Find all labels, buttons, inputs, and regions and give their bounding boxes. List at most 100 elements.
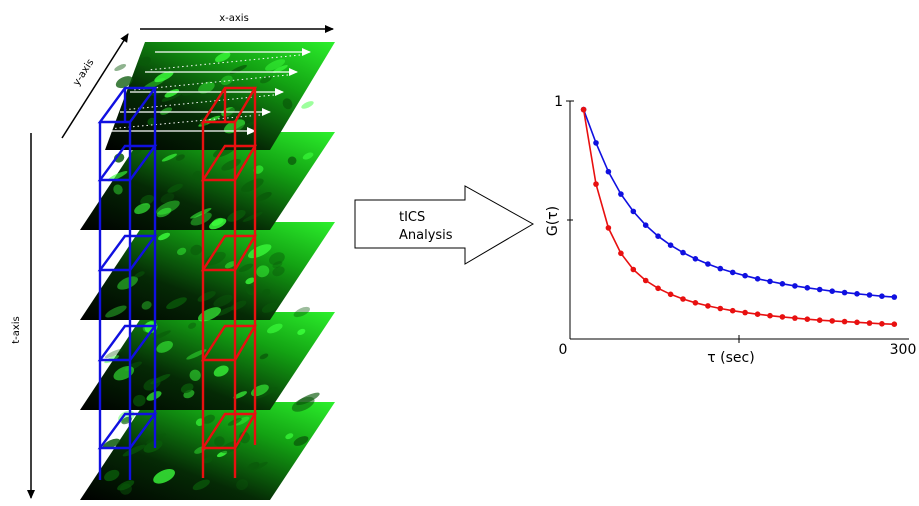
data-point: [605, 168, 612, 175]
data-point: [866, 292, 873, 298]
frame-blob: [198, 81, 215, 94]
frame-blob: [233, 391, 247, 399]
data-point: [816, 286, 823, 293]
data-point: [854, 319, 860, 326]
frame-blob: [213, 294, 233, 308]
scan-arrows: [105, 48, 311, 135]
frame-blob: [245, 277, 255, 285]
data-point: [593, 140, 599, 146]
frame-4: [80, 312, 335, 412]
frame-blob: [154, 71, 174, 83]
frame-blob: [161, 90, 184, 102]
frame-blob: [152, 330, 171, 340]
frame-blob: [268, 252, 285, 265]
data-point: [667, 242, 674, 248]
frame-blob: [260, 75, 272, 84]
frame-blob: [181, 83, 203, 96]
image-stack: x-axis y-axis t-axis: [11, 13, 335, 500]
data-point: [767, 312, 773, 319]
frame-blob: [133, 394, 146, 407]
frame-blob: [188, 322, 197, 329]
data-point: [580, 106, 587, 113]
data-point: [729, 307, 736, 314]
analysis-arrow-line2: Analysis: [399, 228, 453, 243]
frame-blob: [134, 271, 145, 278]
frame-blob: [114, 64, 127, 71]
frame-blob: [115, 76, 133, 89]
frame-blob: [161, 153, 177, 162]
data-point: [742, 272, 748, 279]
frame-blob: [190, 208, 212, 219]
data-point: [717, 305, 724, 312]
frame-blob: [180, 383, 194, 394]
frame-blob: [256, 191, 272, 202]
frame-blob: [272, 266, 285, 277]
analysis-arrow: tICS Analysis: [354, 185, 535, 265]
data-point: [804, 285, 811, 291]
column-slice: [97, 324, 158, 362]
frame-blob: [143, 77, 166, 90]
data-point: [841, 289, 848, 296]
frame-blob: [167, 183, 183, 193]
x-axis-title: τ (sec): [707, 350, 754, 366]
frame-blob: [122, 444, 146, 457]
frame-blob: [282, 98, 293, 110]
data-point: [618, 250, 624, 257]
data-point: [816, 317, 823, 324]
data-point: [866, 320, 873, 326]
data-point: [891, 321, 898, 328]
frame-blob: [117, 276, 138, 290]
frame-blob: [254, 387, 278, 399]
frame-blob: [224, 261, 237, 269]
frame-blob: [236, 479, 249, 491]
frame-blob: [259, 353, 269, 360]
data-point: [717, 265, 724, 272]
column-slice: [200, 412, 258, 450]
frame-blob: [104, 348, 123, 359]
data-point: [605, 225, 612, 231]
frame-blob: [272, 261, 283, 269]
data-point: [829, 318, 835, 324]
frame-blob: [213, 365, 229, 377]
frame-blob: [203, 456, 213, 464]
series-line: [582, 109, 895, 325]
data-point: [680, 296, 686, 302]
frame-2: [80, 132, 335, 230]
correlation-chart: 1 0 300 τ (sec) G(τ): [545, 94, 916, 366]
frame-blob: [302, 152, 314, 160]
frame-blob: [262, 288, 271, 296]
data-point: [754, 311, 761, 318]
frame-blob: [242, 211, 263, 222]
frame-3: [80, 222, 335, 322]
frame-blob: [190, 212, 212, 226]
data-point: [630, 208, 637, 215]
data-point: [742, 309, 748, 316]
x-axis-arrow: x-axis: [140, 13, 334, 33]
frame-blob: [247, 461, 260, 471]
frame-blob: [153, 469, 175, 484]
frame-blob: [140, 194, 154, 206]
red-column: [200, 86, 258, 478]
data-point: [841, 318, 848, 325]
frame-blob: [293, 436, 309, 446]
column-slice: [200, 144, 258, 182]
frame-blob: [238, 263, 254, 272]
x-tick-label-0: 0: [559, 342, 568, 358]
frame-blob: [265, 59, 286, 71]
data-point: [792, 315, 798, 321]
frame-blob: [261, 302, 278, 313]
frame-blob: [285, 433, 294, 440]
frame-blob: [175, 154, 185, 161]
column-slice: [200, 324, 258, 362]
frame-blob: [256, 265, 270, 278]
frame-blob: [134, 203, 151, 215]
frame-blob: [215, 52, 231, 63]
frame-blob: [156, 340, 173, 353]
blue-column: [97, 86, 158, 480]
data-point: [779, 314, 786, 320]
frame-blob: [272, 65, 288, 73]
t-axis-arrow: t-axis: [11, 133, 35, 499]
frame-blob: [164, 89, 180, 98]
frame-blob: [291, 396, 315, 412]
frame-blob: [143, 440, 163, 453]
